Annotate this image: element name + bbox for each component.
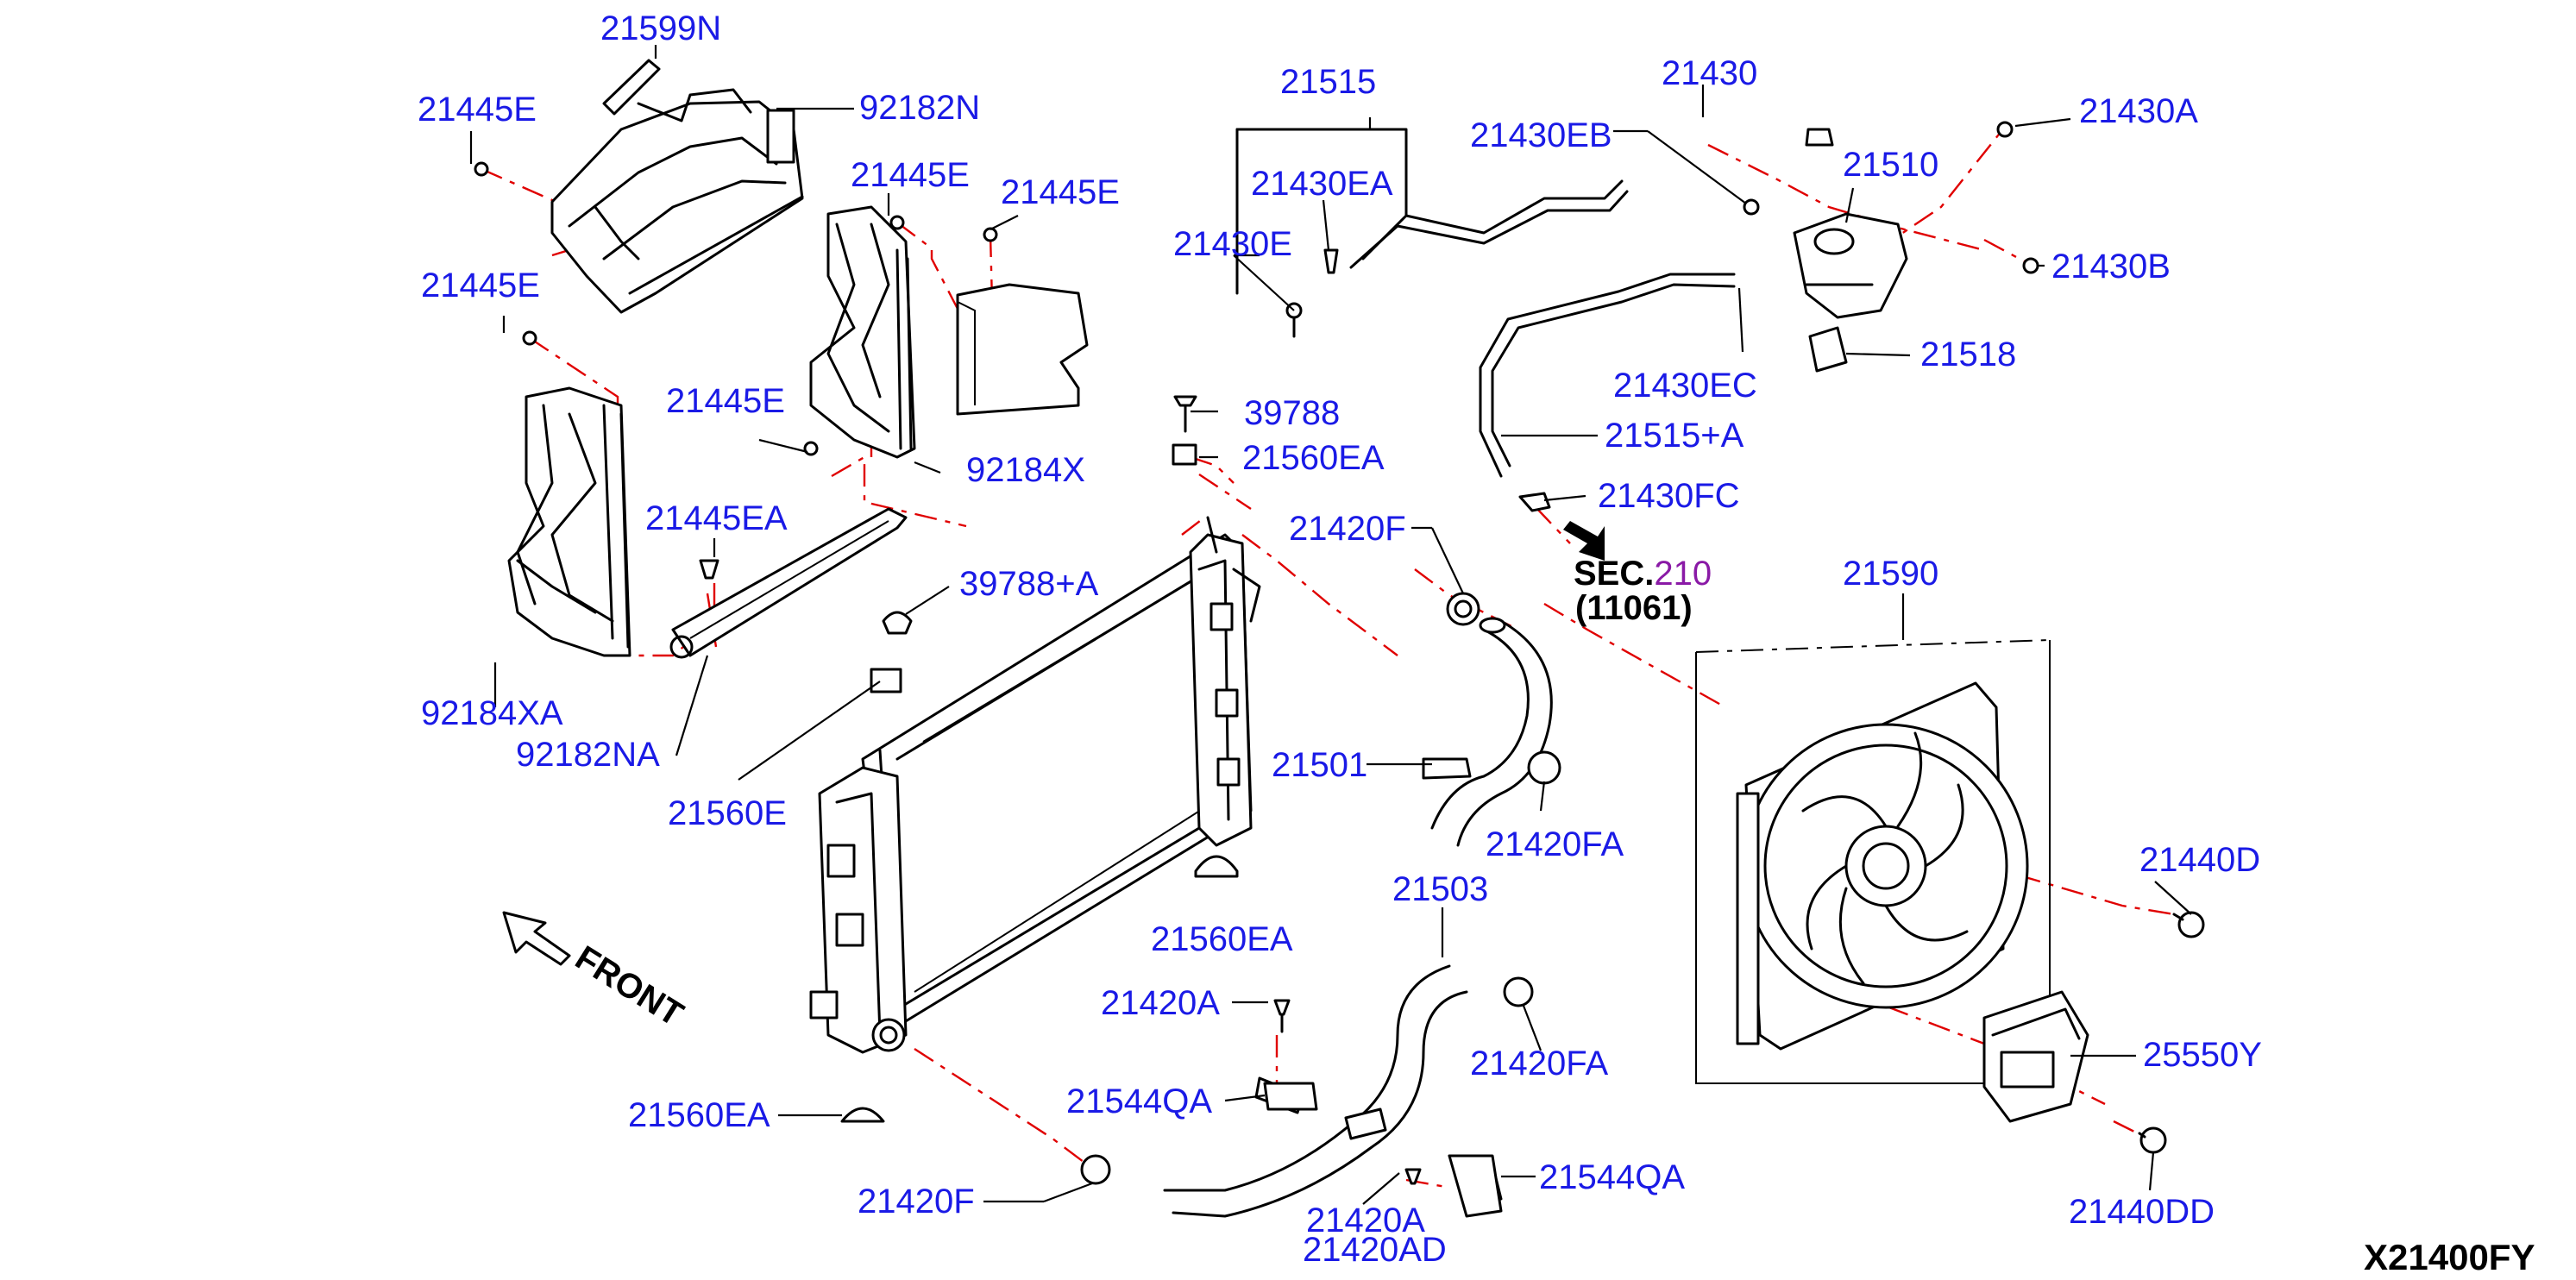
- part-label-21445E: 21445E: [666, 382, 785, 420]
- side-air-guide-92184X: [809, 205, 916, 459]
- part-label-21420A: 21420A: [1101, 984, 1220, 1022]
- part-label-21560E: 21560E: [668, 794, 787, 832]
- part-label-21440D: 21440D: [2139, 841, 2260, 879]
- part-label-21430EC: 21430EC: [1613, 367, 1757, 405]
- part-label-21420FA: 21420FA: [1470, 1045, 1608, 1082]
- part-label-21420F: 21420F: [858, 1183, 975, 1220]
- part-label-21445E: 21445E: [1001, 173, 1120, 211]
- fasteners: [474, 161, 1551, 1185]
- section-number: 210: [1654, 555, 1712, 593]
- part-label-21430: 21430: [1662, 54, 1757, 92]
- part-label-21590: 21590: [1843, 555, 1938, 593]
- part-label-21445E: 21445E: [851, 156, 970, 194]
- part-label-21518: 21518: [1920, 336, 2016, 373]
- part-label-21430FC: 21430FC: [1598, 477, 1740, 515]
- part-label-21560EA: 21560EA: [628, 1096, 770, 1134]
- reservoir-tank-21510: [1743, 121, 2039, 373]
- side-air-guide-92184XA: [507, 386, 631, 657]
- part-label-21501: 21501: [1272, 746, 1367, 784]
- upper-hose-21501: [1422, 592, 1561, 847]
- part-label-21510: 21510: [1843, 146, 1938, 184]
- part-label-21440DD: 21440DD: [2069, 1193, 2215, 1231]
- seal-21599N: [602, 59, 661, 116]
- assembly-reference-lines: [481, 130, 2175, 1189]
- part-label-21420F: 21420F: [1289, 510, 1406, 548]
- section-prefix: SEC.: [1574, 555, 1654, 593]
- hose-brackets-21544QA: [1263, 1082, 1503, 1218]
- part-label-92184XA: 92184XA: [421, 694, 563, 732]
- part-label-92184X: 92184X: [966, 451, 1085, 489]
- part-label-92182NA: 92182NA: [516, 736, 660, 774]
- upper-air-guide-92182N: [550, 88, 804, 314]
- fan-control-module-25550Y: [1982, 990, 2089, 1123]
- part-label-39788A: 39788+A: [959, 565, 1099, 603]
- part-label-21599N: 21599N: [600, 9, 721, 47]
- part-label-21503: 21503: [1392, 870, 1488, 908]
- lower-seal-92182NA: [669, 507, 908, 659]
- part-label-21515: 21515: [1280, 63, 1376, 101]
- part-label-21430EA: 21430EA: [1251, 165, 1393, 203]
- part-label-21515A: 21515+A: [1605, 417, 1744, 455]
- svg-text:SEC.210: SEC.210: [1574, 555, 1712, 593]
- baffle-panel: [956, 283, 1089, 416]
- fan-assembly-21590: [1695, 639, 2051, 1084]
- diagram-code: X21400FY: [2364, 1237, 2535, 1277]
- section-reference: SEC.210 (11061): [1563, 521, 1712, 627]
- part-label-21560EA: 21560EA: [1151, 920, 1293, 958]
- radiator: [809, 516, 1261, 1054]
- bolts-21440: [2138, 911, 2205, 1154]
- part-label-21420AD: 21420AD: [1303, 1231, 1447, 1269]
- part-label-92182N: 92182N: [859, 89, 980, 127]
- part-label-21560EA: 21560EA: [1242, 439, 1385, 477]
- part-label-21420FA: 21420FA: [1486, 825, 1624, 863]
- part-label-21445EA: 21445EA: [645, 499, 788, 537]
- part-label-21430E: 21430E: [1173, 225, 1292, 263]
- part-label-21544QA: 21544QA: [1066, 1082, 1212, 1120]
- part-label-39788: 39788: [1244, 394, 1340, 432]
- part-label-21445E: 21445E: [421, 267, 540, 304]
- leader-lines: [469, 45, 2192, 1205]
- part-label-21445E: 21445E: [418, 91, 537, 129]
- part-label-21544QA: 21544QA: [1539, 1158, 1685, 1196]
- overflow-hose-21515: [1235, 128, 1736, 478]
- section-sub: (11061): [1575, 589, 1693, 627]
- part-label-21430B: 21430B: [2051, 248, 2171, 285]
- part-label-21420A: 21420A: [1306, 1202, 1425, 1239]
- part-label-25550Y: 25550Y: [2143, 1036, 2262, 1074]
- part-label-21430EB: 21430EB: [1470, 116, 1612, 154]
- part-labels: 21599N 92182N 21445E 21445E 21445E 21445…: [418, 9, 2262, 1269]
- front-direction-arrow: FRONT: [502, 911, 689, 1034]
- front-label: FRONT: [569, 938, 689, 1033]
- part-label-21430A: 21430A: [2079, 92, 2198, 130]
